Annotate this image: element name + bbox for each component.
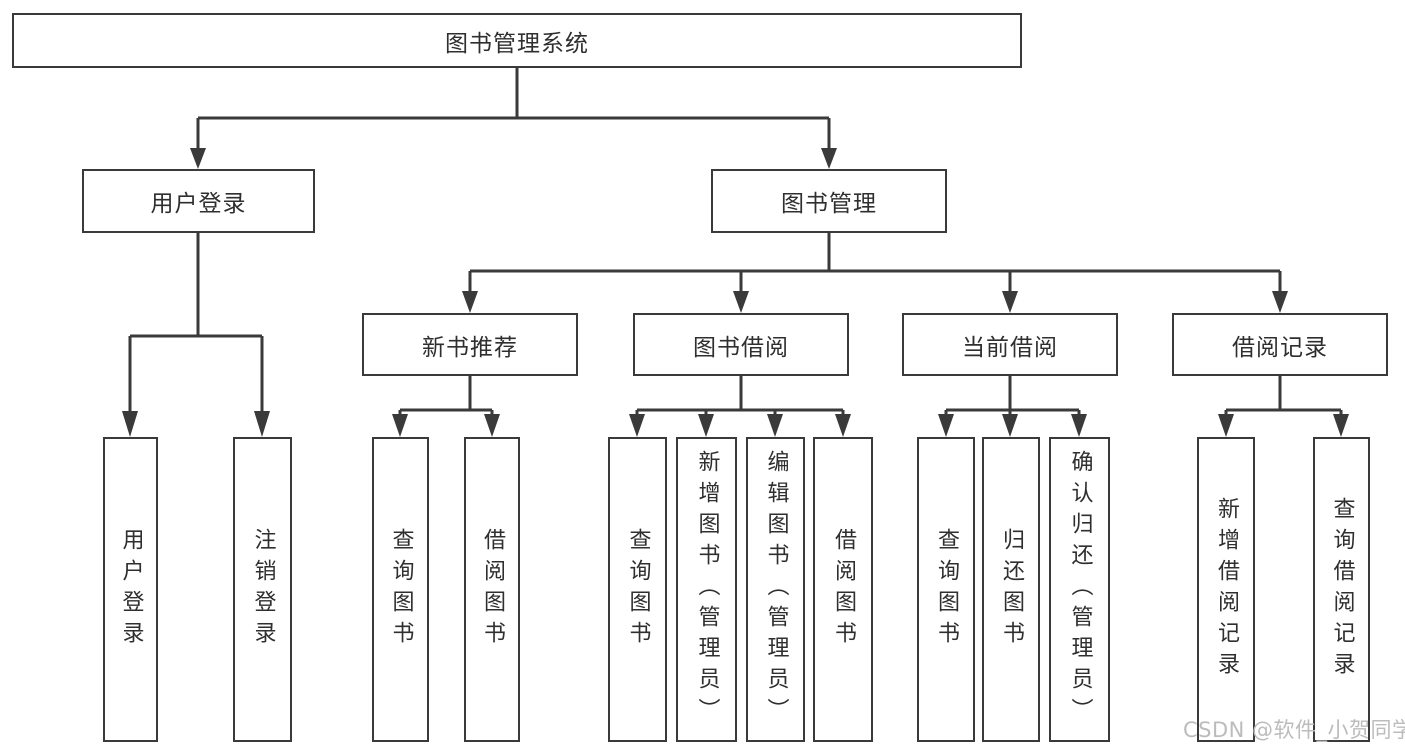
node-new-book-recommend: 新书推荐: [362, 313, 578, 376]
leaf-logout: 注销登录: [233, 437, 292, 742]
node-current-borrow: 当前借阅: [902, 313, 1118, 376]
leaf-query-books-recommend: 查询图书: [372, 437, 429, 742]
leaf-borrow-books-recommend: 借阅图书: [464, 437, 520, 742]
leaf-user-login: 用户登录: [103, 437, 158, 742]
leaf-add-book-admin: 新增图书（管理员）: [676, 437, 737, 742]
csdn-watermark: CSDN @软件_小贺同学: [1183, 718, 1405, 742]
node-borrow-records: 借阅记录: [1172, 313, 1388, 376]
leaf-return-books: 归还图书: [982, 437, 1040, 742]
node-book-management: 图书管理: [711, 169, 947, 233]
leaf-query-borrow-record: 查询借阅记录: [1313, 437, 1370, 742]
node-user-login: 用户登录: [82, 169, 315, 233]
node-book-borrow: 图书借阅: [633, 313, 849, 376]
leaf-query-books-borrow: 查询图书: [608, 437, 667, 742]
leaf-confirm-return-admin: 确认归还（管理员）: [1049, 437, 1110, 742]
leaf-add-borrow-record: 新增借阅记录: [1197, 437, 1255, 742]
node-library-management-system: 图书管理系统: [12, 13, 1022, 68]
leaf-borrow-books: 借阅图书: [813, 437, 873, 742]
leaf-query-books-current: 查询图书: [917, 437, 975, 742]
leaf-edit-book-admin: 编辑图书（管理员）: [746, 437, 805, 742]
